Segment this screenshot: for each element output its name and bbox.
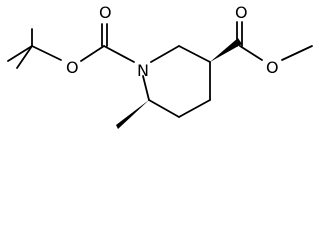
stereo-wedge-methyl (116, 100, 149, 129)
structure-canvas: O O N O O (7, 3, 313, 129)
boc-carbamate-group (80, 23, 135, 63)
ester-carbonyl-oxygen-label: O (235, 3, 248, 22)
ring-bond-n-c2 (150, 45, 180, 63)
carbamate-ether-oxygen-label: O (66, 58, 79, 77)
ring-bond-c6-n (142, 75, 150, 101)
carbamate-carbonyl-oxygen-label: O (99, 3, 112, 22)
bond-tbu-methyl-left (7, 45, 33, 62)
bond-oxygen-to-carbonyl-carbon (80, 45, 105, 62)
ring-bond-c5-c6 (148, 99, 180, 118)
stereo-wedge-ester (210, 38, 242, 62)
bond-carbonyl-carbon-to-nitrogen (103, 45, 135, 63)
piperidine-ring (142, 45, 211, 118)
molecule-structure: O O N O O (7, 3, 313, 129)
methyl-ester-group (236, 21, 313, 61)
ring-nitrogen-label: N (137, 61, 149, 80)
ester-carbon-to-oxygen (239, 45, 263, 61)
bond-tbu-methyl-bottom (16, 45, 33, 69)
bond-tbu-quaternary-to-oxygen (31, 45, 62, 61)
ester-oxygen-to-methyl (281, 45, 313, 61)
tert-butyl-group (7, 28, 62, 69)
ring-bond-c2-c3 (178, 45, 211, 63)
ring-bond-c4-c5 (178, 99, 211, 118)
ester-ether-oxygen-label: O (266, 58, 279, 77)
